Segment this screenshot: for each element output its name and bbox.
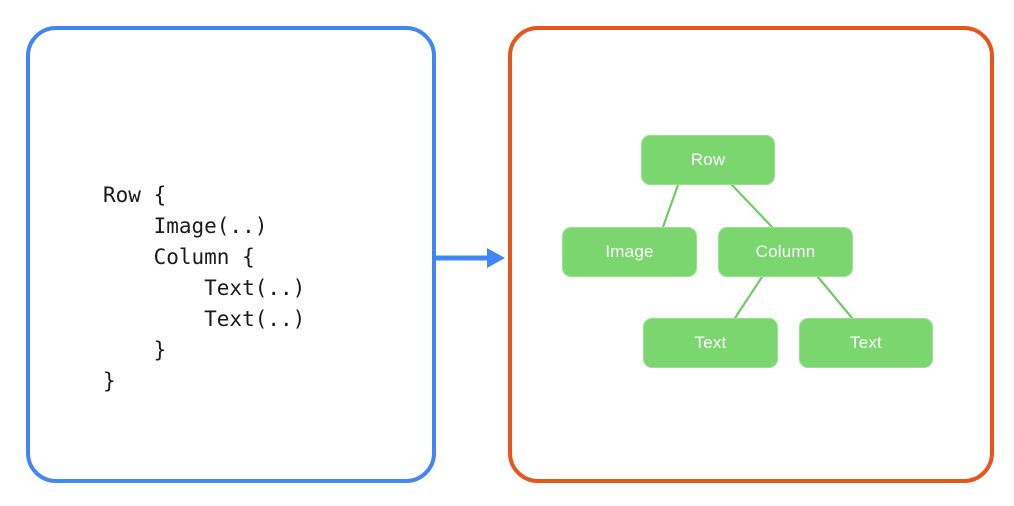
code-panel: Row { Image(..) Column { Text(..) Text(.… — [26, 26, 436, 483]
tree-node-label: Text — [850, 333, 882, 352]
tree-node-label: Row — [690, 150, 726, 169]
tree-node-column[interactable]: Column — [718, 227, 853, 277]
tree-node-label: Text — [694, 333, 727, 352]
code-snippet: Row { Image(..) Column { Text(..) Text(.… — [103, 183, 306, 393]
right-arrow-icon — [435, 248, 505, 268]
tree-node-image[interactable]: Image — [562, 227, 697, 277]
tree-node-text-1[interactable]: Text — [643, 318, 778, 368]
tree-node-label: Column — [755, 242, 816, 261]
tree-node-row[interactable]: Row — [641, 135, 775, 185]
tree-node-text-2[interactable]: Text — [799, 318, 933, 368]
tree-node-label: Image — [605, 242, 654, 261]
